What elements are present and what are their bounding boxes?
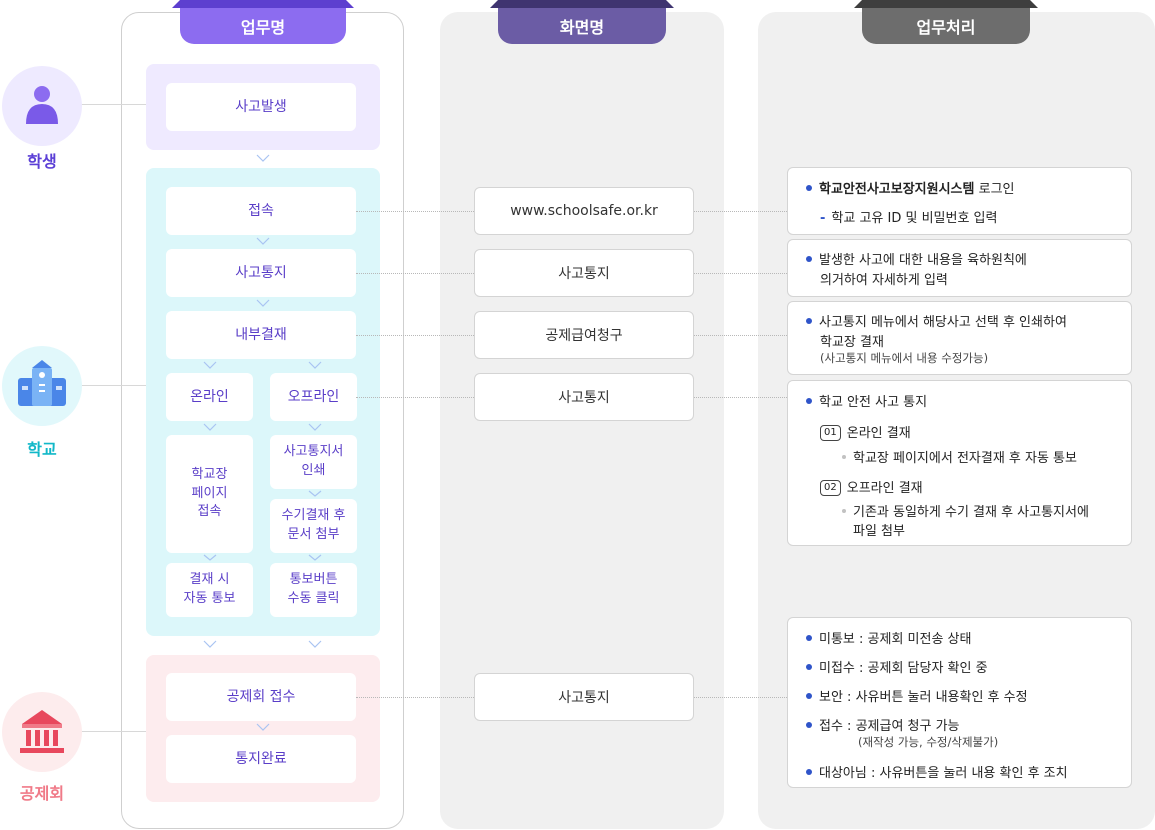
node-print-notice: 사고통지서 인쇄: [270, 435, 357, 489]
student-icon: [26, 86, 58, 124]
connector: [694, 697, 787, 698]
node-accident: 사고발생: [166, 83, 356, 131]
screen-accident-notice: 사고통지: [474, 673, 694, 721]
chevron-down-icon: [256, 723, 270, 731]
connector: [694, 211, 787, 212]
chevron-down-icon: [308, 423, 322, 431]
login-title: 학교안전사고보장지원시스템 로그인: [806, 178, 1015, 197]
student-line: [80, 104, 146, 105]
bullet-icon: [806, 317, 812, 324]
status-unsent: 미통보 : 공제회 미전송 상태: [806, 628, 971, 647]
bullet-icon: [806, 184, 812, 191]
node-approval: 내부결재: [166, 311, 356, 359]
print-line1: 사고통지 메뉴에서 해당사고 선택 후 인쇄하여: [806, 311, 1067, 330]
chevron-down-icon: [256, 237, 270, 245]
login-sub: -학교 고유 ID 및 비밀번호 입력: [820, 211, 998, 226]
input-line1: 발생한 사고에 대한 내용을 육하원칙에: [806, 249, 1027, 268]
school-avatar: [2, 346, 82, 426]
node-manual-approval: 수기결재 후 문서 첨부: [270, 499, 357, 553]
print-line2: 학교장 결재: [820, 335, 884, 350]
bullet-icon: [806, 634, 812, 641]
online-desc: 학교장 페이지에서 전자결재 후 자동 통보: [842, 447, 1077, 466]
chevron-down-icon: [256, 154, 270, 162]
node-union-receipt: 공제회 접수: [166, 673, 356, 721]
status-not-applicable: 대상아님 : 사유버튼을 눌러 내용 확인 후 조치: [806, 762, 1068, 781]
school-icon: [18, 360, 66, 406]
screen-accident-notice: 사고통지: [474, 249, 694, 297]
node-notify: 사고통지: [166, 249, 356, 297]
chevron-down-icon: [308, 490, 322, 497]
process-card-print: 사고통지 메뉴에서 해당사고 선택 후 인쇄하여 학교장 결재 (사고통지 메뉴…: [787, 301, 1132, 375]
bullet-icon: [806, 397, 812, 404]
screen-header: 화면명: [498, 8, 666, 44]
flow-chevrons: [203, 154, 322, 731]
process-card-status: 미통보 : 공제회 미전송 상태 미접수 : 공제회 담당자 확인 중 보안 :…: [787, 617, 1132, 788]
chevron-down-icon: [203, 423, 217, 431]
bullet-icon: [806, 255, 812, 262]
student-label: 학생: [27, 152, 57, 171]
task-header: 업무명: [180, 8, 346, 44]
node-offline: 오프라인: [270, 373, 357, 421]
connector: [356, 211, 474, 212]
connector: [356, 397, 474, 398]
screen-accident-notice: 사고통지: [474, 373, 694, 421]
connector: [694, 397, 787, 398]
bullet-icon: [806, 663, 812, 670]
screen-claim: 공제급여청구: [474, 311, 694, 359]
input-line2: 의거하여 자세하게 입력: [820, 273, 948, 288]
screen-site: www.schoolsafe.or.kr: [474, 187, 694, 235]
connector: [356, 697, 474, 698]
bank-icon: [20, 710, 64, 753]
notify-title: 학교 안전 사고 통지: [806, 391, 927, 410]
offline-desc: 기존과 동일하게 수기 결재 후 사고통지서에: [842, 501, 1089, 520]
node-auto-notify: 결재 시 자동 통보: [166, 563, 253, 617]
chevron-down-icon: [308, 554, 322, 561]
union-label: 공제회: [19, 784, 65, 803]
print-note: (사고통지 메뉴에서 내용 수정가능): [820, 351, 989, 365]
dash-icon: -: [820, 211, 826, 226]
node-school-page: 학교장 페이지 접속: [166, 435, 253, 553]
union-line: [80, 731, 146, 732]
node-online: 온라인: [166, 373, 253, 421]
offline-desc-2: 파일 첨부: [853, 524, 905, 539]
chevron-down-icon: [308, 361, 322, 369]
sub-bullet-icon: [842, 454, 846, 459]
school-label: 학교: [27, 440, 57, 459]
chevron-down-icon: [203, 361, 217, 369]
node-complete: 통지완료: [166, 735, 356, 783]
bullet-icon: [806, 721, 812, 728]
connector: [694, 335, 787, 336]
step-badge: 01: [820, 424, 841, 441]
node-connect: 접속: [166, 187, 356, 235]
process-card-login: 학교안전사고보장지원시스템 로그인 -학교 고유 ID 및 비밀번호 입력: [787, 167, 1132, 235]
school-line: [80, 385, 146, 386]
chevron-down-icon: [203, 640, 217, 648]
chevron-down-icon: [256, 299, 270, 307]
status-received: 접수 : 공제급여 청구 가능: [806, 715, 960, 734]
bullet-icon: [806, 692, 812, 699]
node-manual-click: 통보버튼 수동 클릭: [270, 563, 357, 617]
process-header: 업무처리: [862, 8, 1030, 44]
sub-bullet-icon: [842, 508, 846, 513]
status-received-note: (재작성 가능, 수정/삭제불가): [858, 735, 999, 749]
student-avatar: [2, 66, 82, 146]
chevron-down-icon: [308, 640, 322, 648]
chevron-down-icon: [203, 554, 217, 561]
bullet-icon: [806, 768, 812, 775]
process-card-input: 발생한 사고에 대한 내용을 육하원칙에 의거하여 자세하게 입력: [787, 239, 1132, 297]
connector: [356, 335, 474, 336]
connector: [356, 273, 474, 274]
status-pending: 미접수 : 공제회 담당자 확인 중: [806, 657, 988, 676]
union-avatar: [2, 692, 82, 772]
step-badge: 02: [820, 479, 841, 496]
status-supplement: 보안 : 사유버튼 눌러 내용확인 후 수정: [806, 686, 1028, 705]
header-tabs: [172, 0, 1038, 8]
connector: [694, 273, 787, 274]
